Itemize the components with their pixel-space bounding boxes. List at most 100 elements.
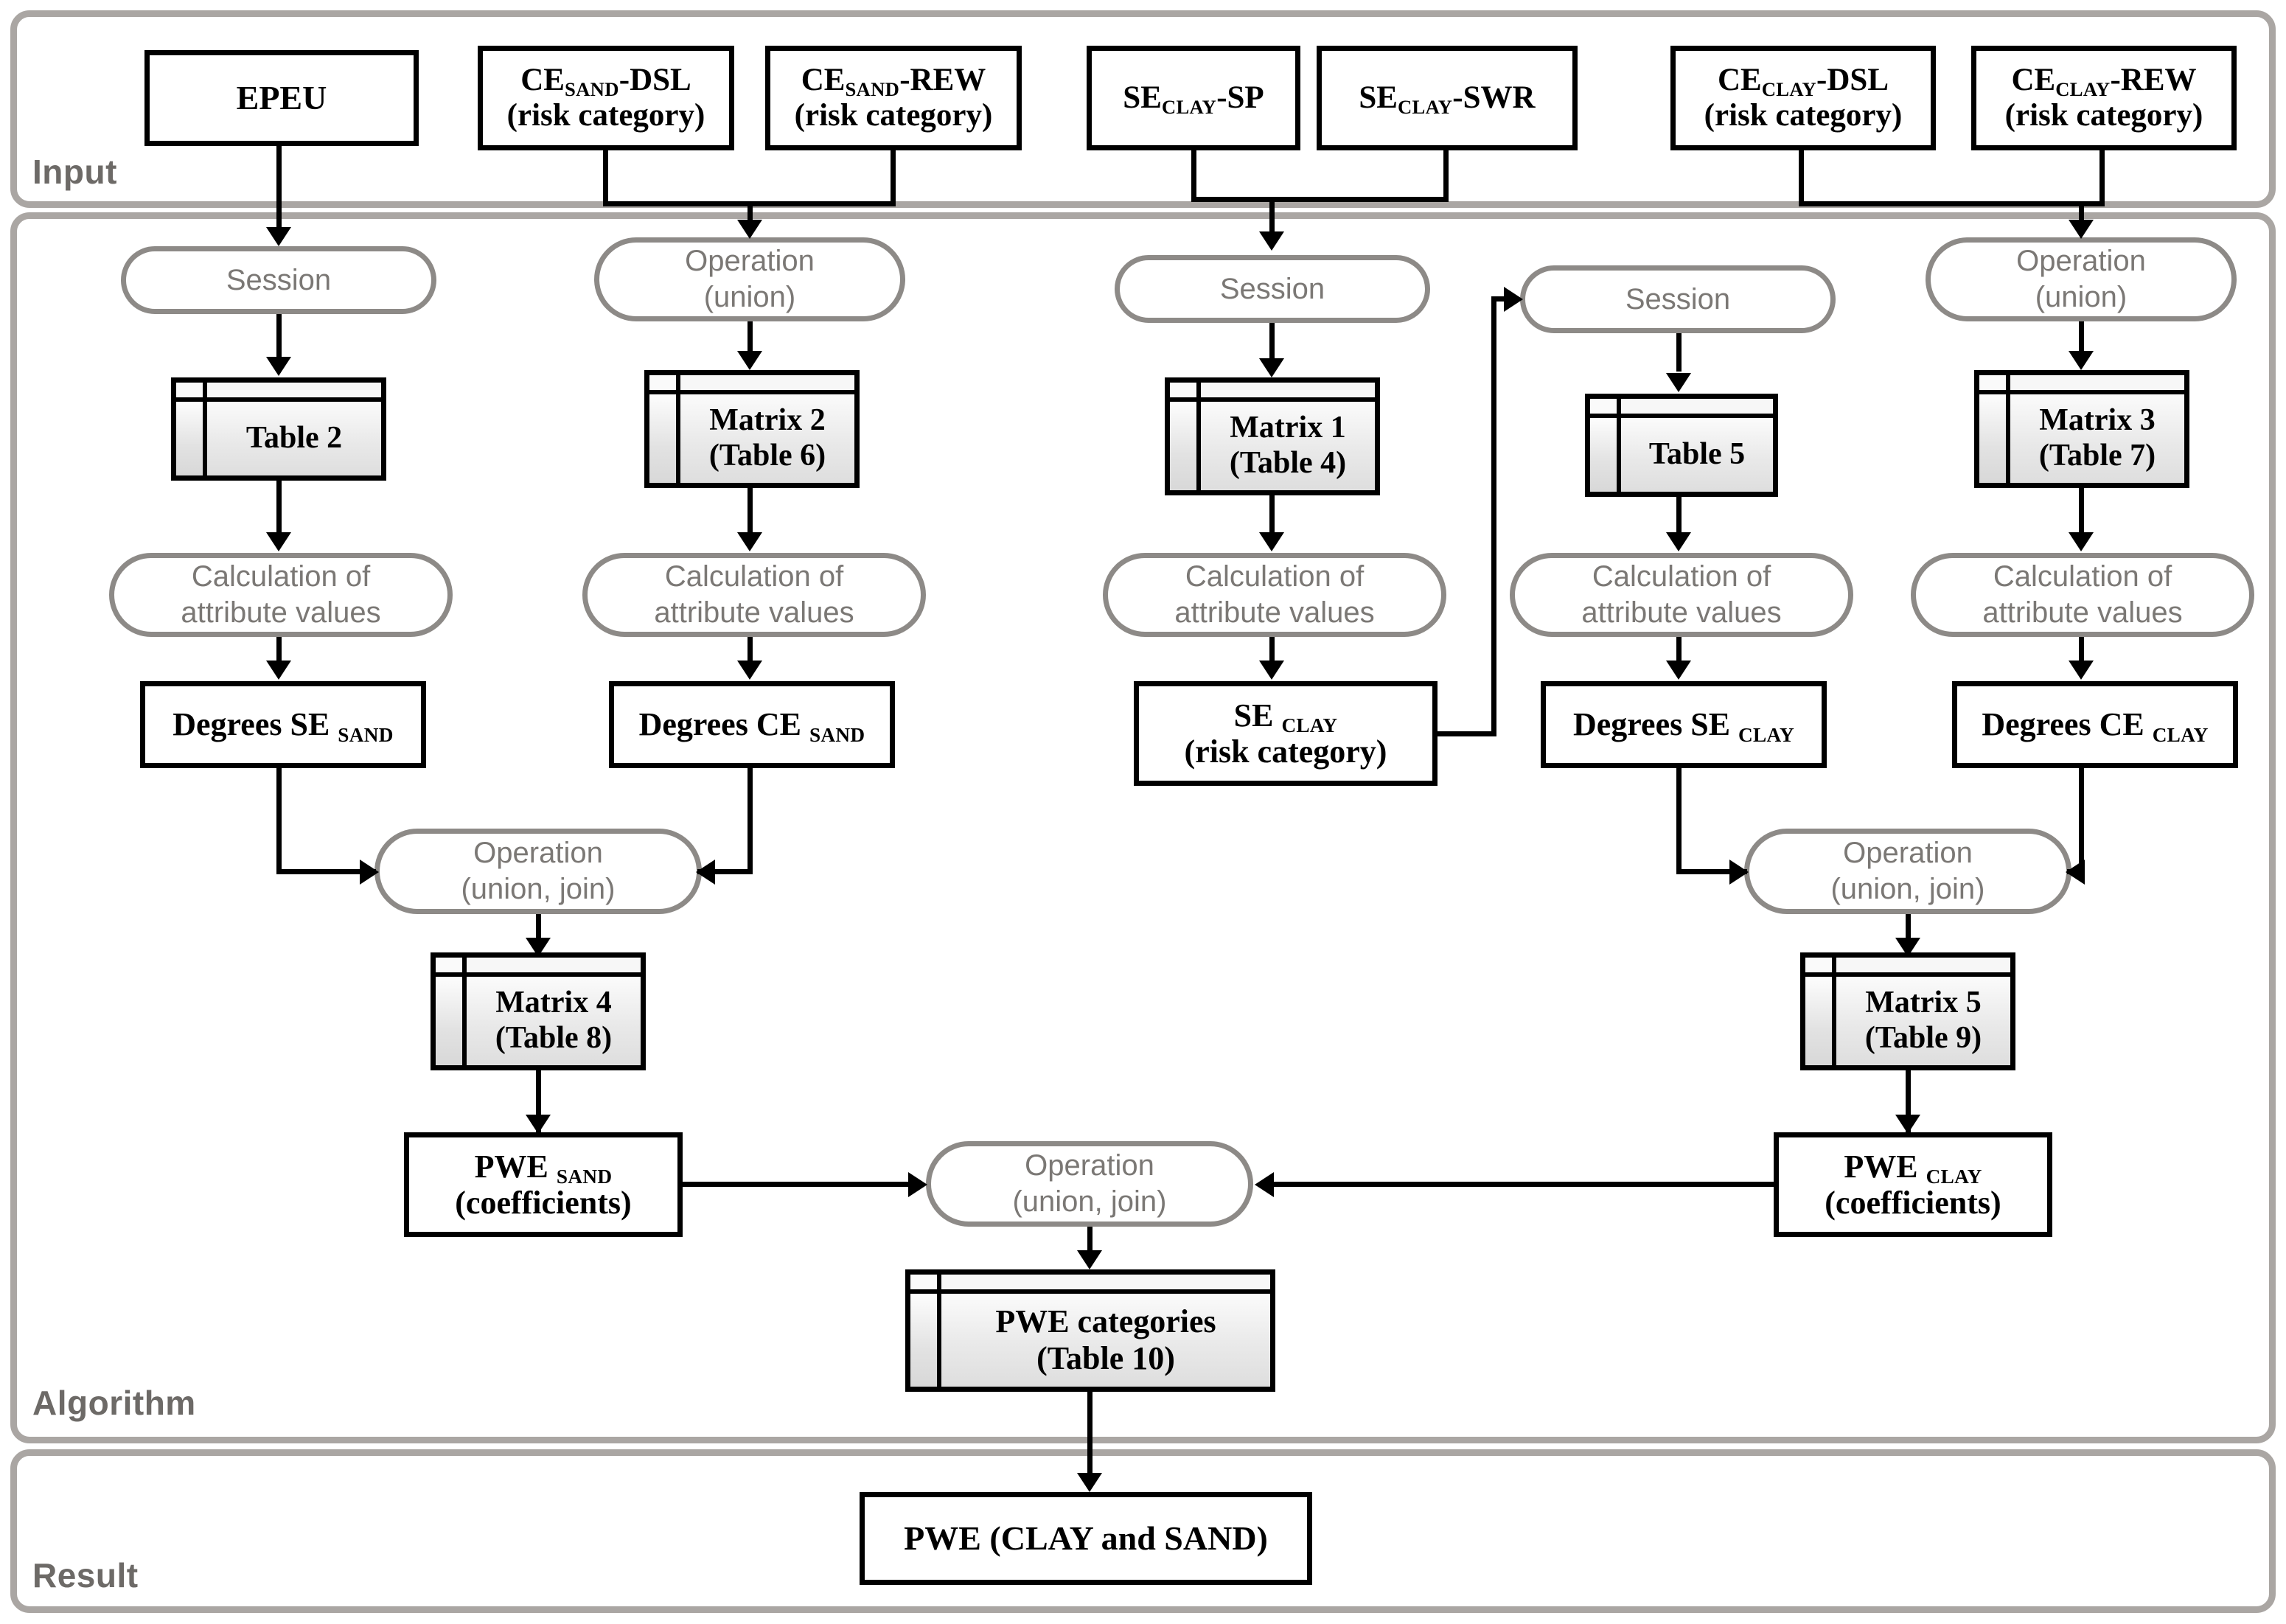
connector-ce-sand-to-operation (748, 201, 753, 223)
table-header-corner (436, 958, 467, 972)
arrowhead-session-sand (266, 227, 291, 246)
table-header-corner (176, 383, 207, 397)
input-box-ce-clay-rew[interactable]: CECLAY-REW (risk category) (1971, 46, 2237, 150)
input-box-ce-sand-dsl[interactable]: CESAND-DSL (risk category) (478, 46, 734, 150)
arrowhead-pwe-clay (1895, 1115, 1920, 1134)
connector-se-clay-merge (1191, 197, 1449, 202)
connector-calc-to-degrees-se-clay (1676, 637, 1682, 663)
connector-degrees-ce-clay-down (2079, 768, 2084, 874)
process-operation-join-final[interactable]: Operation(union, join) (926, 1141, 1253, 1227)
input-box-se-clay-swr[interactable]: SECLAY-SWR (1317, 46, 1578, 150)
result-degrees-se-sand-label: Degrees SE SAND (173, 706, 394, 746)
table-header-row (1805, 958, 2010, 977)
input-box-epeu[interactable]: EPEU (144, 50, 419, 146)
table-shape-table2[interactable]: Table 2 (171, 377, 386, 481)
process-operation-union-clay[interactable]: Operation(union) (1926, 237, 2237, 321)
connector-operation-join-sand-to-matrix4 (536, 914, 541, 952)
table-shape-table5[interactable]: Table 5 (1585, 394, 1778, 497)
arrowhead-session-clay-2 (1504, 287, 1523, 312)
table-left-column (1590, 418, 1621, 492)
table-left-column (1979, 394, 2010, 483)
process-operation-union-clay-label: Operation(union) (2016, 245, 2146, 313)
result-box-degrees-ce-sand[interactable]: Degrees CE SAND (609, 681, 895, 768)
table-header-corner (649, 375, 680, 390)
input-box-ce-sand-rew[interactable]: CESAND-REW (risk category) (765, 46, 1022, 150)
process-session-clay-1[interactable]: Session (1115, 255, 1430, 323)
table-shape-pwe-categories[interactable]: PWE categories(Table 10) (905, 1269, 1275, 1392)
connector-operation-to-matrix2 (748, 321, 753, 358)
connector-degrees-ce-sand-down (748, 768, 753, 874)
table-shape-matrix1[interactable]: Matrix 1(Table 4) (1165, 377, 1380, 495)
connector-table5-to-calc (1676, 497, 1682, 534)
process-operation-join-clay[interactable]: Operation(union, join) (1744, 829, 2071, 914)
arrowhead-operation-join-sand-right (696, 860, 715, 885)
table-shape-table2-label: Table 2 (207, 402, 381, 475)
process-operation-join-sand-label: Operation(union, join) (461, 837, 616, 905)
process-session-clay-2[interactable]: Session (1520, 265, 1836, 333)
result-box-degrees-se-clay[interactable]: Degrees SE CLAY (1541, 681, 1827, 768)
process-operation-join-sand[interactable]: Operation(union, join) (374, 829, 702, 914)
input-box-se-clay-sp[interactable]: SECLAY-SP (1087, 46, 1300, 150)
process-session-sand[interactable]: Session (121, 246, 436, 314)
connector-ce-clay-merge (1799, 201, 2105, 206)
table-shape-matrix3[interactable]: Matrix 3(Table 7) (1974, 370, 2189, 488)
arrowhead-degrees-se-sand (266, 661, 291, 680)
arrowhead-table5 (1666, 373, 1691, 392)
table-shape-pwe-categories-label: PWE categories(Table 10) (941, 1294, 1270, 1387)
arrowhead-calc-clay-m1 (1259, 532, 1284, 551)
arrowhead-operation-join-clay-left (1729, 860, 1749, 885)
input-box-ce-clay-dsl[interactable]: CECLAY-DSL (risk category) (1670, 46, 1936, 150)
process-operation-union-sand[interactable]: Operation(union) (594, 237, 905, 321)
arrowhead-final-pwe (1077, 1473, 1102, 1492)
table-header-corner (1805, 958, 1836, 972)
arrowhead-table2 (266, 357, 291, 376)
table-shape-matrix1-label: Matrix 1(Table 4) (1201, 402, 1375, 490)
connector-matrix3-to-calc (2079, 488, 2084, 534)
arrowhead-operation-join-final-right (1255, 1172, 1274, 1197)
result-box-degrees-ce-clay[interactable]: Degrees CE CLAY (1952, 681, 2238, 768)
result-box-pwe-clay[interactable]: PWE CLAY (coefficients) (1774, 1132, 2052, 1237)
table-shape-matrix5[interactable]: Matrix 5(Table 9) (1800, 952, 2015, 1070)
connector-ce-clay-dsl-down (1799, 150, 1804, 206)
table-left-column (1170, 402, 1201, 490)
connector-degrees-se-clay-down (1676, 768, 1682, 874)
arrowhead-operation-union-clay (2069, 220, 2094, 239)
input-ce-sand-dsl-sublabel: (risk category) (506, 98, 705, 133)
connector-ce-clay-to-operation (2079, 201, 2084, 223)
arrowhead-calc-sand-se (266, 532, 291, 551)
arrowhead-operation-join-sand-left (360, 860, 379, 885)
table-shape-matrix2[interactable]: Matrix 2(Table 6) (644, 370, 860, 488)
table-left-column (910, 1294, 941, 1387)
result-box-final-pwe[interactable]: PWE (CLAY and SAND) (860, 1492, 1312, 1585)
connector-pwe-clay-to-operation (1269, 1182, 1778, 1187)
arrowhead-matrix2 (737, 351, 762, 370)
connector-degrees-ce-sand-left (697, 869, 753, 874)
connector-session2-to-table5 (1676, 333, 1682, 372)
connector-table2-to-calc (276, 481, 282, 534)
process-session-clay-1-label: Session (1219, 272, 1325, 305)
table-header-row (436, 958, 641, 977)
connector-session-to-matrix1 (1269, 323, 1275, 360)
connector-degrees-se-sand-down (276, 768, 282, 874)
result-box-se-clay[interactable]: SE CLAY (risk category) (1134, 681, 1438, 786)
lane-label-input: Input (32, 153, 117, 191)
table-shape-matrix4[interactable]: Matrix 4(Table 8) (431, 952, 646, 1070)
connector-matrix5-to-pwe-clay (1906, 1070, 1911, 1132)
connector-degrees-se-sand-right (276, 869, 376, 874)
result-box-degrees-se-sand[interactable]: Degrees SE SAND (140, 681, 426, 768)
arrowhead-matrix3 (2069, 351, 2094, 370)
arrowhead-operation-union-sand (737, 220, 762, 239)
input-ce-clay-rew-label: CECLAY-REW (2011, 62, 2197, 100)
result-box-pwe-sand[interactable]: PWE SAND (coefficients) (404, 1132, 683, 1237)
connector-se-clay-up (1491, 299, 1496, 736)
lane-label-result: Result (32, 1556, 139, 1595)
table-left-column (176, 402, 207, 475)
